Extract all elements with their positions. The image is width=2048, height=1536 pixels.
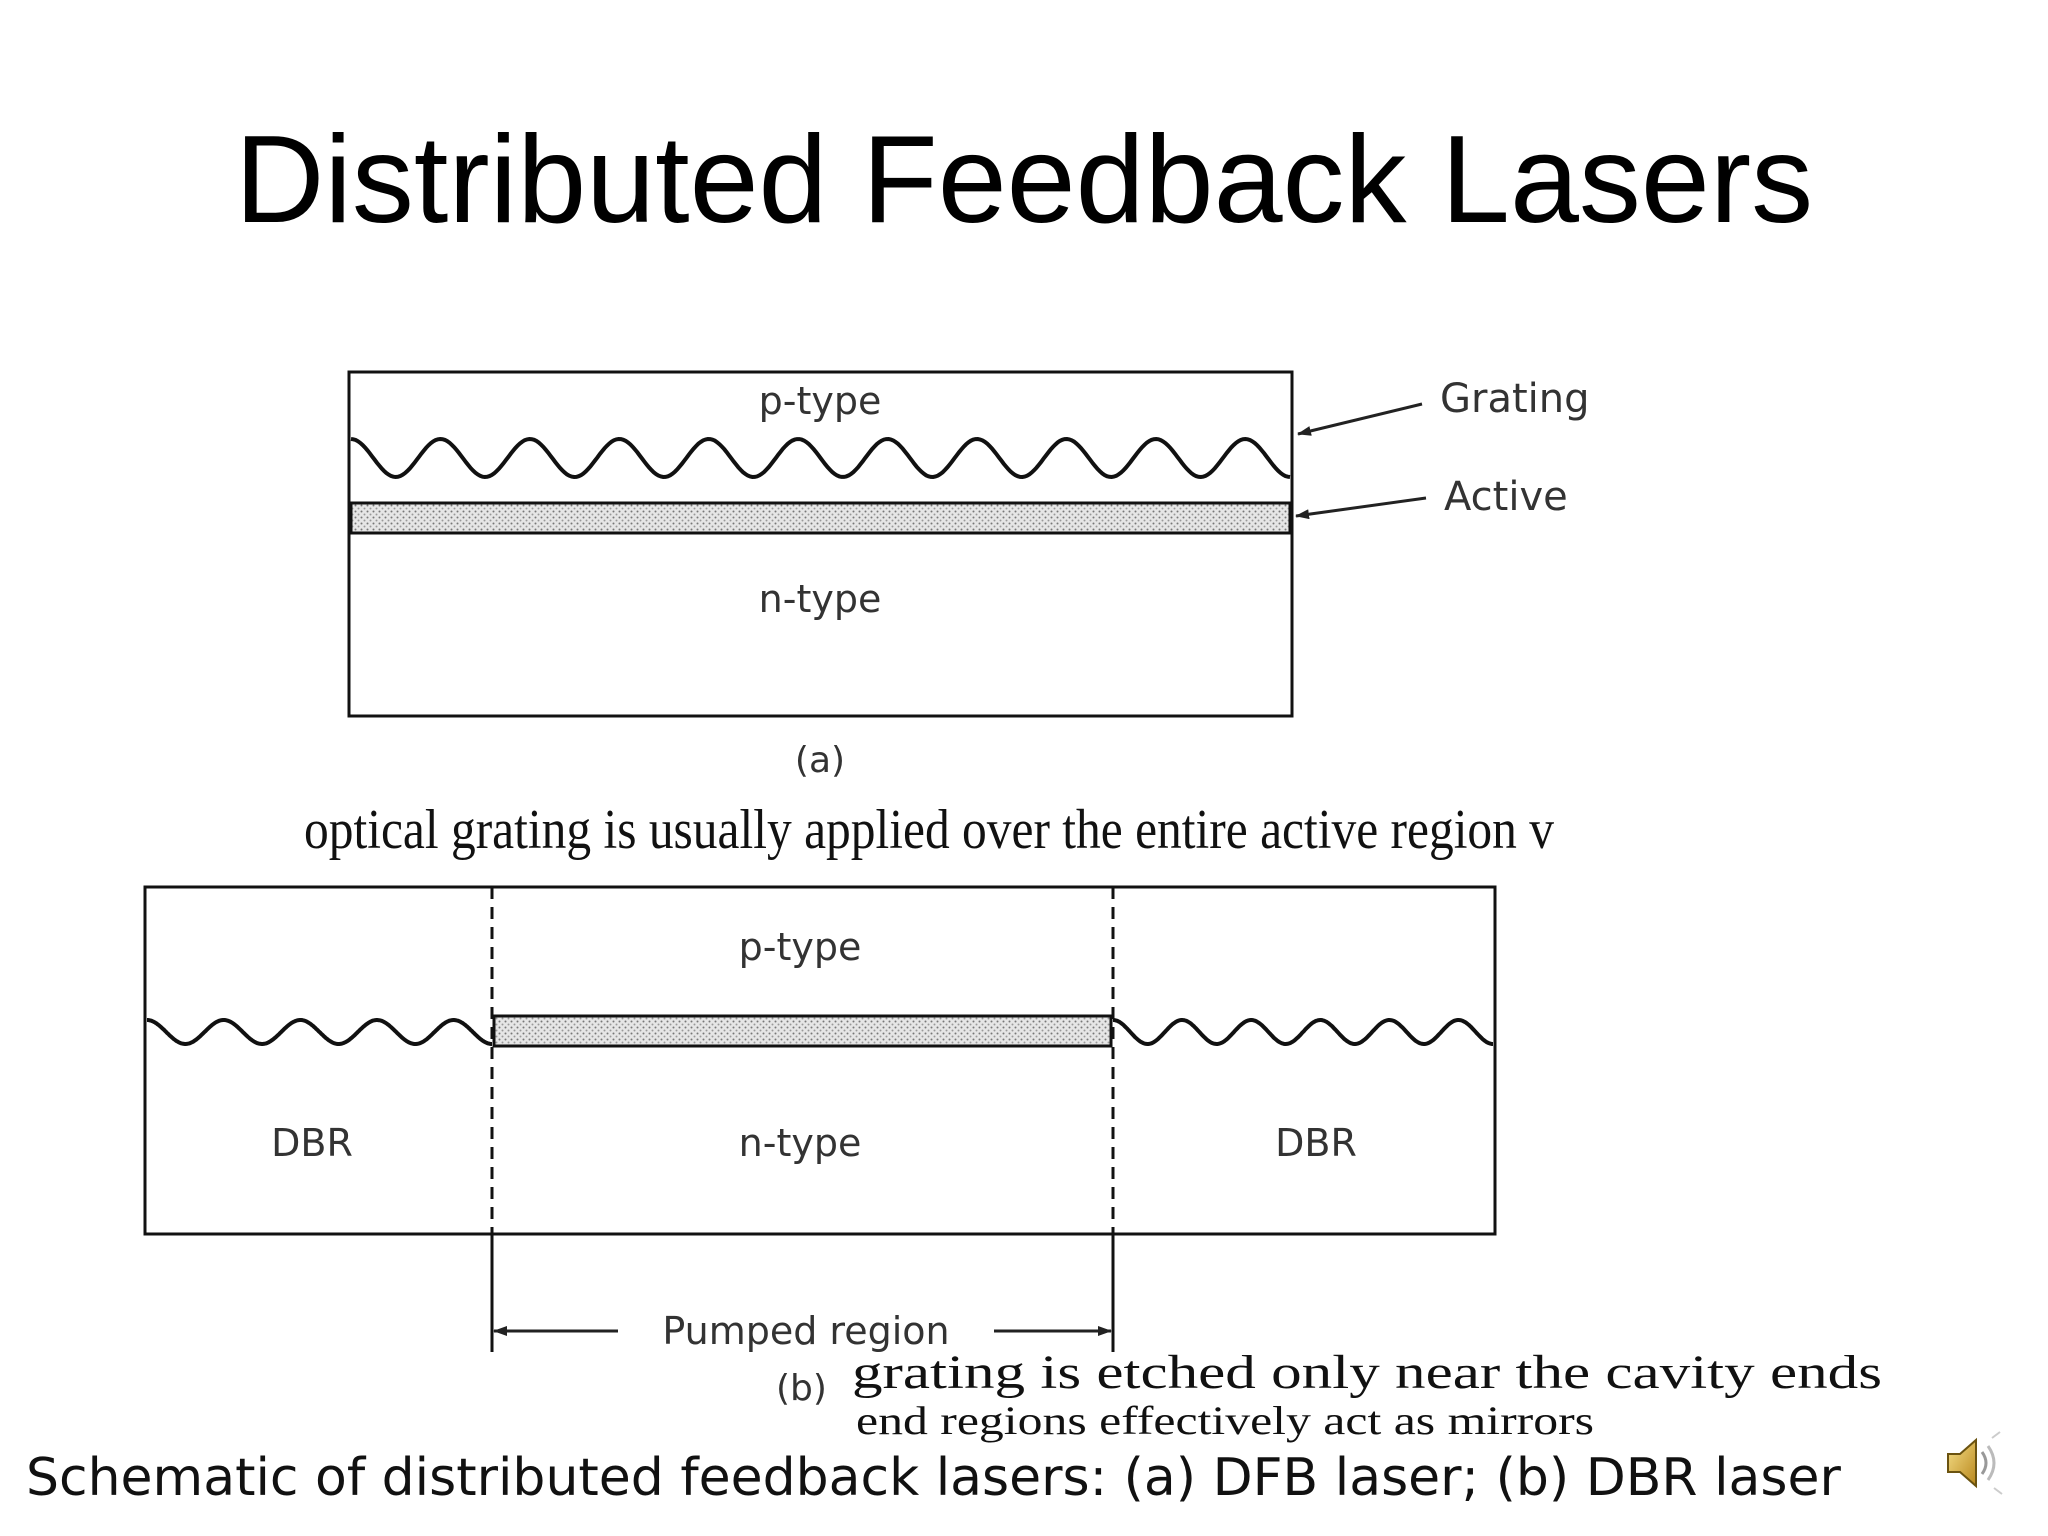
fig-a-sublabel: (a) bbox=[795, 740, 845, 781]
dfb-n-type-label: n-type bbox=[759, 577, 882, 621]
dfb-p-type-label: p-type bbox=[759, 379, 882, 423]
dbr-outline bbox=[143, 885, 1497, 1236]
dbr-grating-left bbox=[147, 1018, 492, 1046]
speaker-icon[interactable] bbox=[1940, 1428, 2010, 1498]
grating-pointer-arrow bbox=[1297, 402, 1423, 436]
dfb-active-layer bbox=[349, 501, 1292, 535]
dbr-diagram: p-type n-type DBR DBR Pumped region (b) bbox=[143, 885, 1497, 1409]
dbr-note-grating: grating is etched only near the cavity e… bbox=[852, 1346, 1882, 1399]
dfb-grating bbox=[350, 436, 1291, 480]
pumped-region-label: Pumped region bbox=[662, 1309, 949, 1353]
dbr-active-layer bbox=[492, 1014, 1113, 1048]
dfb-diagram: p-type n-type Grating Active (a) bbox=[347, 370, 1590, 781]
dbr-note-mirrors: end regions effectively act as mirrors bbox=[856, 1398, 1594, 1443]
dbr-p-type-label: p-type bbox=[739, 925, 862, 969]
active-pointer-arrow bbox=[1295, 496, 1427, 520]
active-label: Active bbox=[1444, 474, 1568, 520]
dbr-right-label: DBR bbox=[1275, 1121, 1357, 1165]
figure-caption: Schematic of distributed feedback lasers… bbox=[26, 1448, 1841, 1508]
dbr-n-type-label: n-type bbox=[739, 1121, 862, 1165]
dfb-outline bbox=[347, 370, 1294, 718]
grating-label: Grating bbox=[1440, 376, 1590, 422]
dbr-left-label: DBR bbox=[271, 1121, 353, 1165]
fig-b-sublabel: (b) bbox=[776, 1368, 827, 1409]
dfb-note: optical grating is usually applied over … bbox=[304, 799, 1554, 861]
slide-title: Distributed Feedback Lasers bbox=[234, 111, 1814, 249]
dbr-grating-right bbox=[1113, 1018, 1493, 1046]
